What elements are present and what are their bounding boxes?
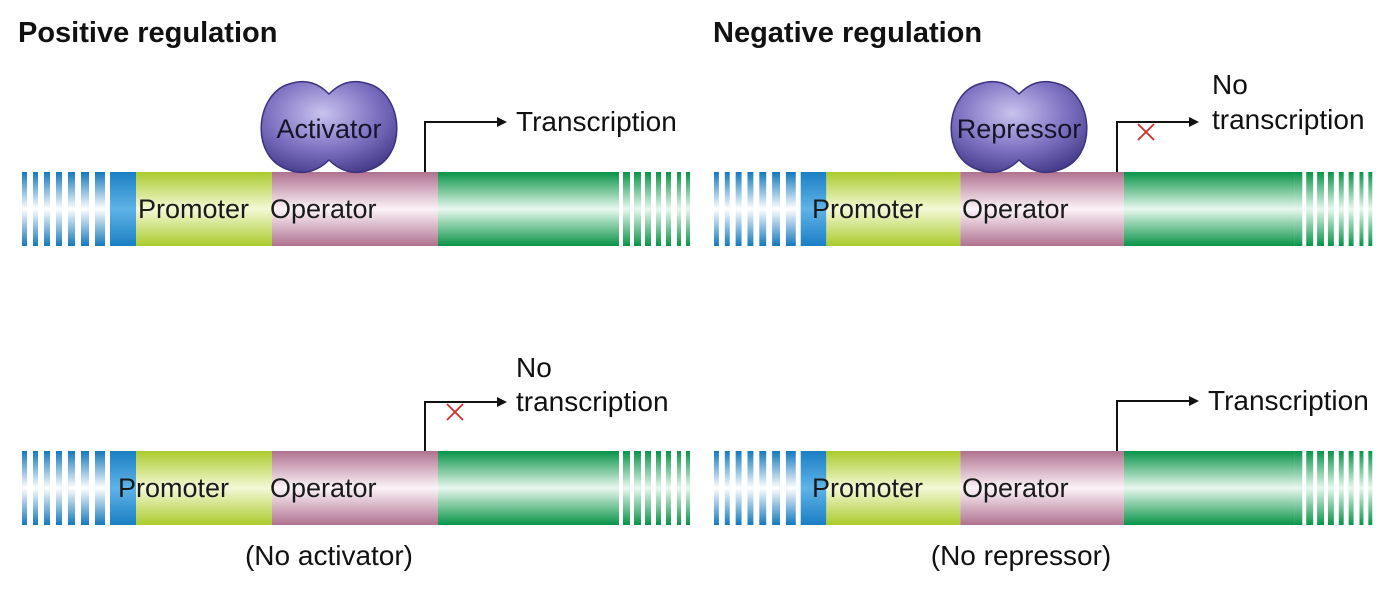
promoter-label: Promoter <box>812 194 923 224</box>
repressor-label: Repressor <box>957 114 1082 144</box>
promoter-label: Promoter <box>118 473 229 503</box>
blocked-transcription-arrow <box>1116 117 1199 172</box>
no-label: No <box>1212 69 1248 100</box>
negative-no-repressor-panel: Promoter Operator <box>713 451 1373 525</box>
promoter-label: Promoter <box>138 194 249 224</box>
repressor-protein: Repressor <box>950 80 1088 174</box>
transcription-label: Transcription <box>516 106 677 137</box>
transcription-word-label: transcription <box>516 386 669 417</box>
negative-with-repressor-panel: Promoter Operator <box>713 172 1373 246</box>
operator-label: Operator <box>270 473 377 503</box>
cross-icon <box>1137 123 1155 141</box>
cross-icon <box>446 403 464 421</box>
transcription-arrow <box>424 117 507 172</box>
transcription-label: Transcription <box>1208 385 1369 416</box>
positive-no-activator-panel: Promoter Operator <box>22 451 690 525</box>
transcription-arrow <box>1116 396 1199 451</box>
no-activator-caption: (No activator) <box>245 540 413 571</box>
transcription-word-label: transcription <box>1212 104 1365 135</box>
promoter-label: Promoter <box>812 473 923 503</box>
no-repressor-caption: (No repressor) <box>931 540 1111 571</box>
no-label: No <box>516 352 552 383</box>
operator-label: Operator <box>962 473 1069 503</box>
blocked-transcription-arrow <box>424 397 507 451</box>
operator-label: Operator <box>962 194 1069 224</box>
operator-label: Operator <box>270 194 377 224</box>
negative-regulation-heading: Negative regulation <box>713 17 982 49</box>
activator-label: Activator <box>276 114 381 144</box>
activator-protein: Activator <box>260 80 398 174</box>
positive-regulation-heading: Positive regulation <box>18 17 277 49</box>
positive-with-activator-panel: Promoter Operator <box>22 172 690 246</box>
